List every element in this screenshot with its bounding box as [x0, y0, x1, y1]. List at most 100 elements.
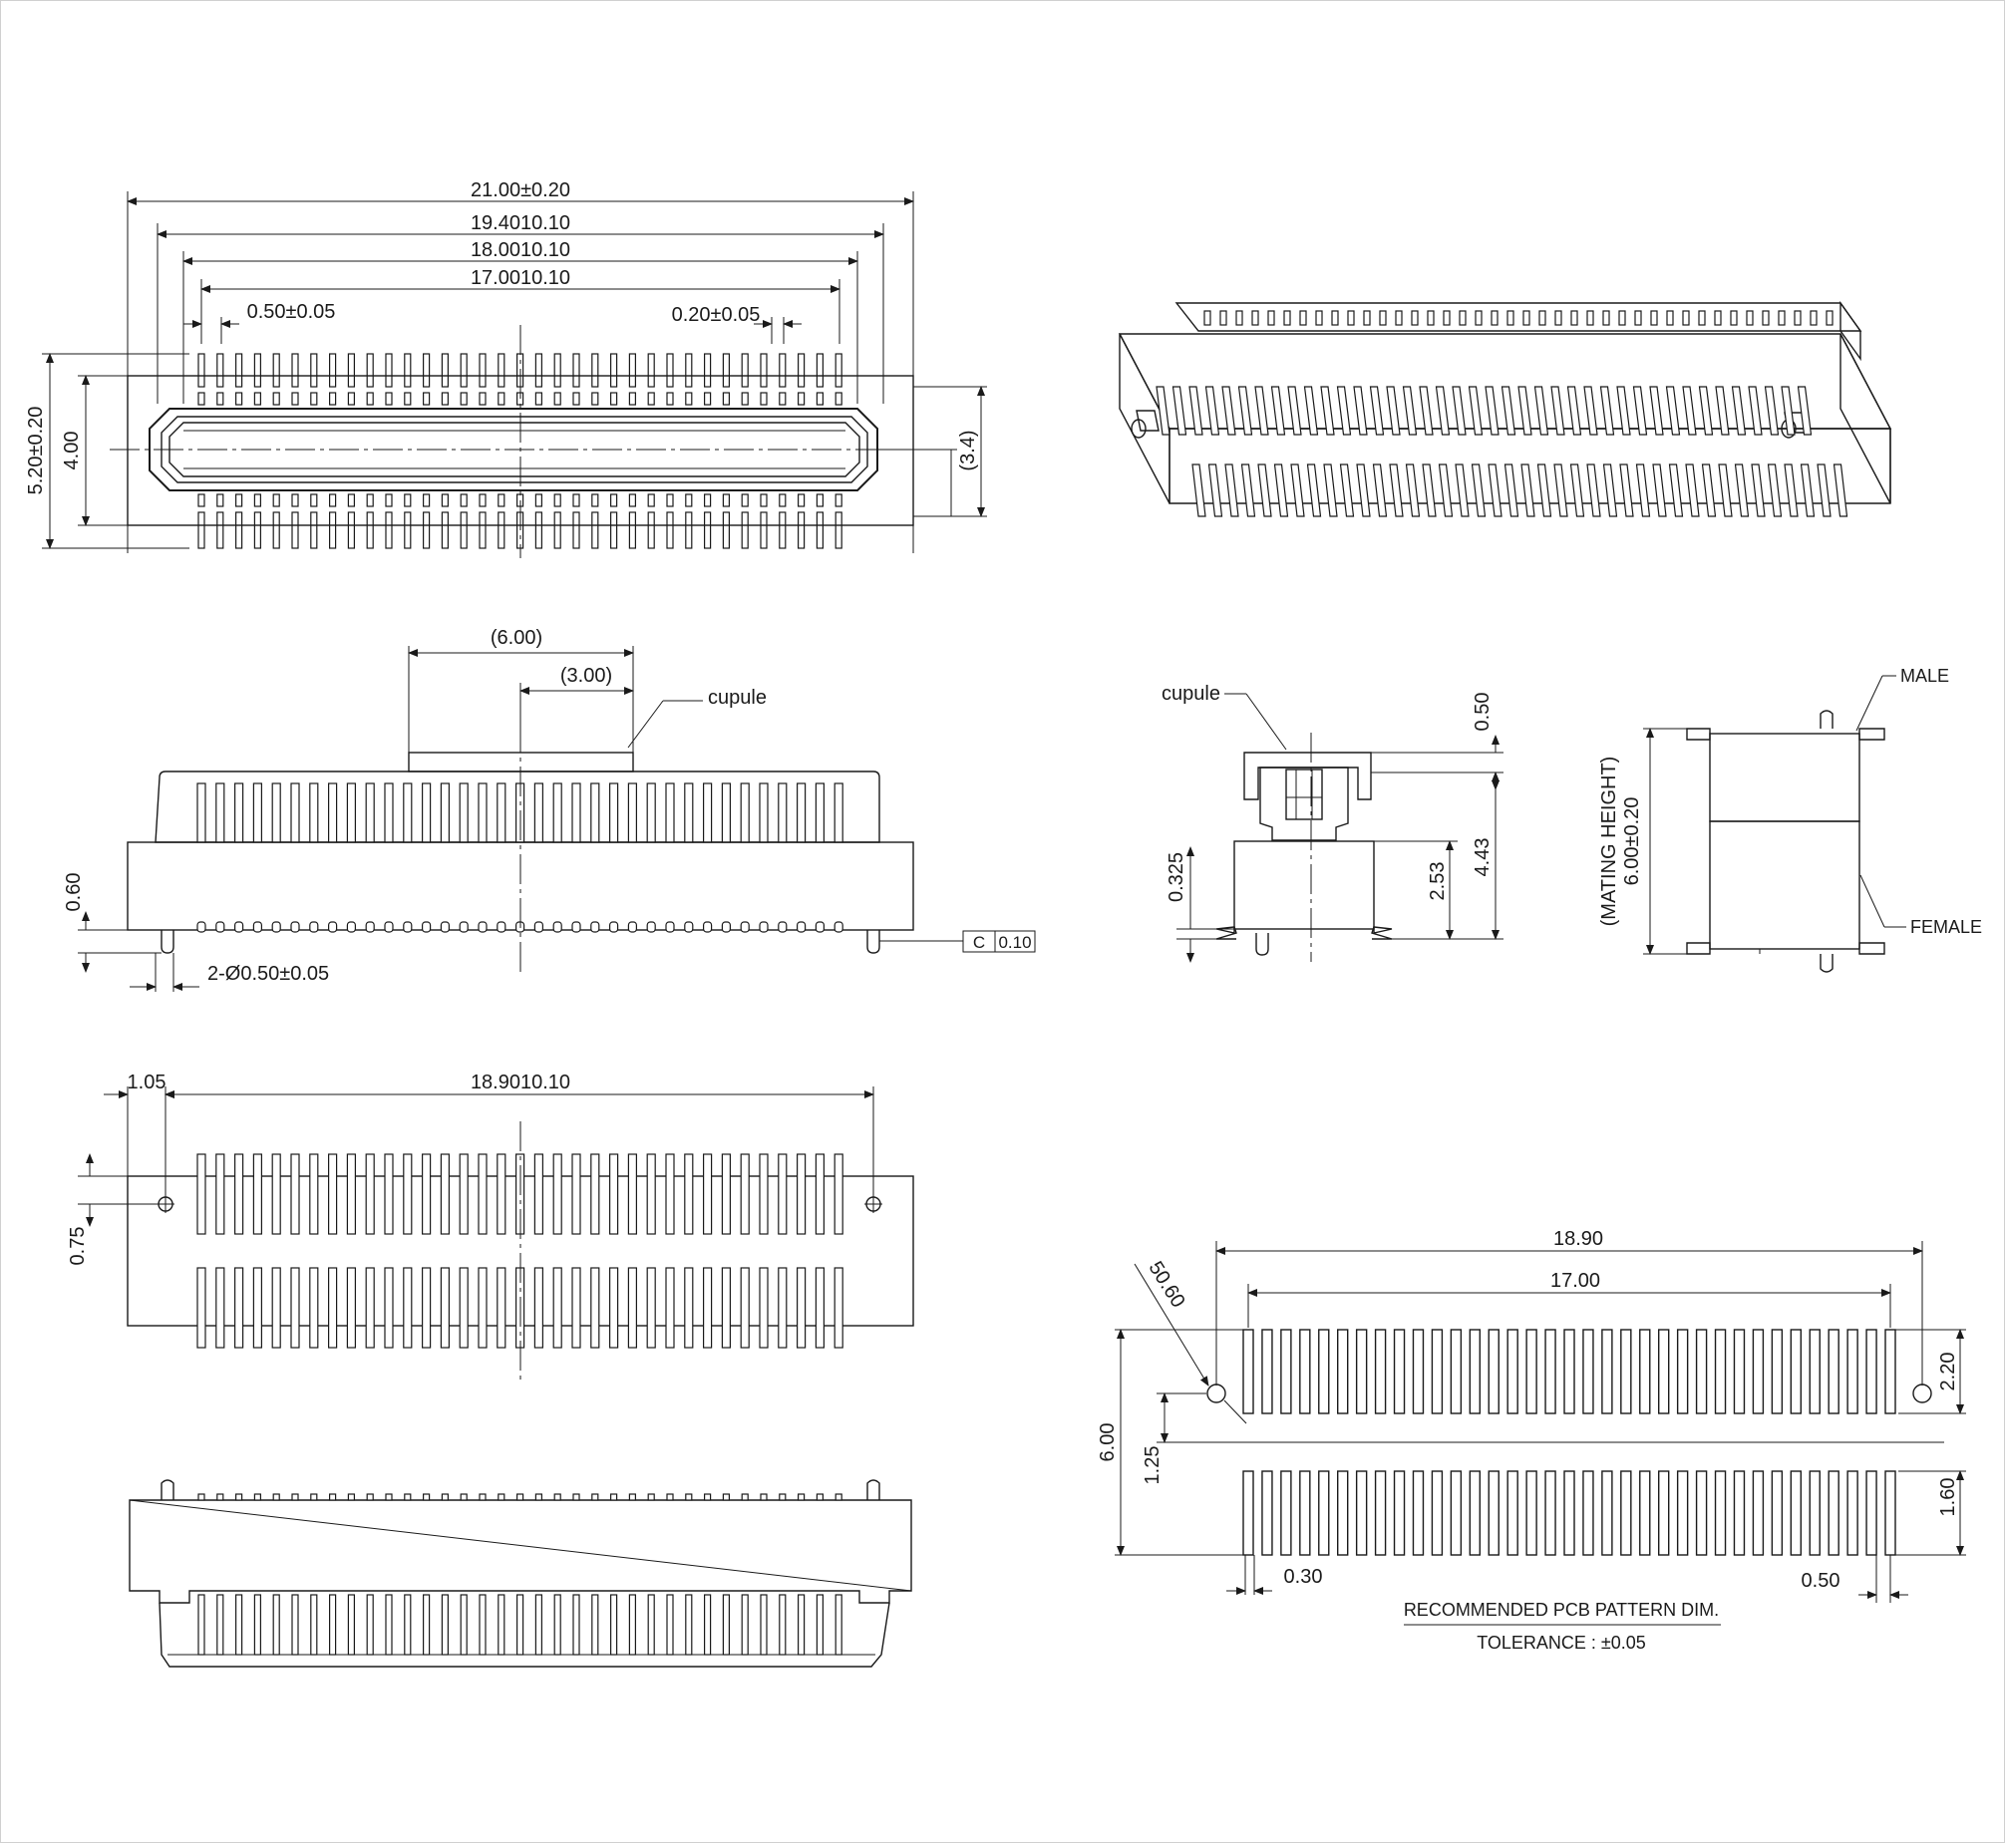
top-pin-lower-pad	[647, 493, 655, 507]
section-pin-tip	[216, 1493, 224, 1501]
top-pin-upper	[197, 353, 205, 388]
section-slot	[197, 1594, 205, 1656]
top-pin-upper	[291, 353, 299, 388]
iso-pin-back	[1778, 310, 1786, 326]
top-pin-lower	[609, 511, 618, 549]
section-pin-tip	[722, 1493, 731, 1501]
pcb-pad-upper	[1676, 1329, 1689, 1414]
top-pin-upper-pad	[441, 392, 449, 406]
top-pin-lower	[591, 511, 599, 549]
top-pin-upper	[647, 353, 655, 388]
pcb-pad-lower	[1525, 1470, 1537, 1556]
pcb-pad-upper	[1412, 1329, 1425, 1414]
bottom-pin-lower	[759, 1267, 769, 1349]
front-pin-foot	[684, 921, 694, 933]
front-pin-foot	[328, 921, 338, 933]
iso-pin-front-lower	[1455, 463, 1470, 517]
iso-pin-back	[1826, 310, 1834, 326]
front-pin-foot	[234, 921, 244, 933]
section-slot	[329, 1594, 337, 1656]
dim-0-30: 0.30	[1284, 1566, 1323, 1588]
section-pin-tip	[703, 1493, 712, 1501]
pcb-pad-upper	[1695, 1329, 1708, 1414]
top-pin-upper-pad	[216, 392, 224, 406]
top-pin-upper	[347, 353, 355, 388]
iso-pin-front-lower	[1784, 463, 1799, 517]
bottom-pin-lower	[702, 1267, 713, 1349]
top-pin-lower	[685, 511, 693, 549]
bottom-pin-upper	[552, 1153, 562, 1235]
pcb-pad-lower	[1563, 1470, 1575, 1556]
bottom-pin-upper	[252, 1153, 262, 1235]
bottom-pin-upper	[215, 1153, 225, 1235]
pcb-pad-lower	[1752, 1470, 1765, 1556]
dim-17-00: 17.0010.10	[471, 267, 570, 289]
pcb-pad-upper	[1450, 1329, 1463, 1414]
top-pin-upper-pad	[235, 392, 243, 406]
iso-pin-front-upper	[1303, 386, 1319, 436]
section-pin-tip	[779, 1493, 787, 1501]
front-pin-foot	[440, 921, 450, 933]
top-pin-upper	[816, 353, 825, 388]
iso-pin-front-upper	[1781, 386, 1796, 436]
top-pin-upper	[572, 353, 580, 388]
iso-pin-back	[1794, 310, 1802, 326]
front-pin-foot	[740, 921, 750, 933]
section-slot	[703, 1594, 712, 1656]
top-pin-lower	[741, 511, 749, 549]
bottom-pin-upper	[346, 1153, 356, 1235]
section-pin-tip	[404, 1493, 412, 1501]
bottom-pin-lower	[497, 1267, 506, 1349]
top-pin-lower	[479, 511, 487, 549]
section-pin-tip	[628, 1493, 637, 1501]
section-slot	[609, 1594, 618, 1656]
bottom-pin-upper	[403, 1153, 413, 1235]
iso-pin-front-upper	[1171, 386, 1187, 436]
pcb-pad-upper	[1790, 1329, 1802, 1414]
bottom-pin-upper	[665, 1153, 675, 1235]
pcb-pad-lower	[1639, 1470, 1651, 1556]
iso-pin-front-upper	[1698, 386, 1714, 436]
bottom-pin-upper	[721, 1153, 732, 1235]
dim-0-50-pcb: 0.50	[1802, 1570, 1840, 1592]
iso-pin-front-upper	[1649, 386, 1664, 436]
pcb-pad-lower	[1865, 1470, 1877, 1556]
iso-pin-front-upper	[1682, 386, 1697, 436]
iso-pin-front-upper	[1254, 386, 1269, 436]
top-pin-upper	[479, 353, 487, 388]
pcb-pad-upper	[1488, 1329, 1500, 1414]
section-pin-tip	[553, 1493, 561, 1501]
front-pin-foot	[533, 921, 544, 933]
pcb-pad-upper	[1733, 1329, 1746, 1414]
top-pin-lower	[366, 511, 374, 549]
label-female: FEMALE	[1910, 917, 1982, 937]
section-pin-tip	[609, 1493, 618, 1501]
dim-18-90-pcb: 18.90	[1553, 1228, 1603, 1250]
bottom-pin-upper	[328, 1153, 338, 1235]
top-pin-upper-pad	[479, 392, 487, 406]
section-slot	[460, 1594, 468, 1656]
top-pin-lower	[235, 511, 243, 549]
label-cupule-front: cupule	[708, 687, 767, 709]
top-pin-upper-pad	[703, 392, 712, 406]
top-pin-upper	[666, 353, 674, 388]
top-pin-upper	[385, 353, 393, 388]
iso-pin-front-upper	[1435, 386, 1451, 436]
bottom-pin-upper	[459, 1153, 469, 1235]
bottom-pin-upper	[684, 1153, 694, 1235]
section-pin-tip	[685, 1493, 693, 1501]
bottom-pin-lower	[346, 1267, 356, 1349]
bottom-pin-upper	[234, 1153, 244, 1235]
pcb-pad-upper	[1374, 1329, 1387, 1414]
iso-pin-front-lower	[1536, 463, 1552, 517]
bottom-view: 1.05 18.9010.10 0.75	[67, 1072, 914, 1381]
front-pin-foot	[796, 921, 807, 933]
front-pin-foot	[834, 921, 843, 933]
top-pin-upper	[235, 353, 243, 388]
section-slot	[253, 1594, 261, 1656]
section-pin-tip	[835, 1493, 842, 1501]
pcb-pad-upper	[1318, 1329, 1330, 1414]
front-pin-foot	[815, 921, 826, 933]
